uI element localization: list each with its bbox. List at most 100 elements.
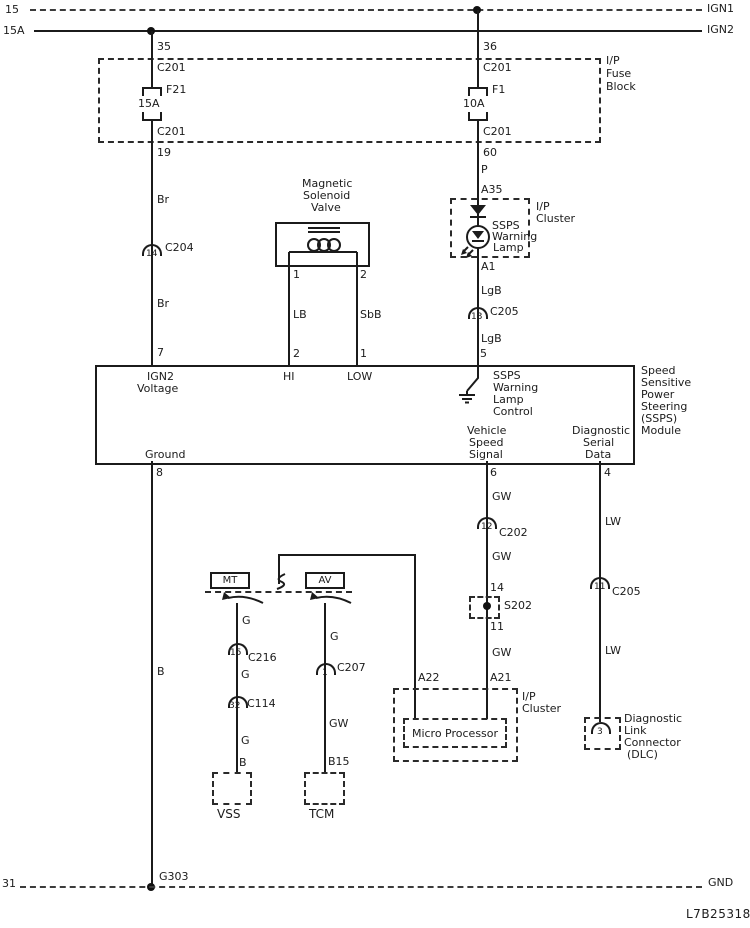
wire-color-label: G [242,614,251,627]
wire-color-label: GW [492,646,512,659]
connector-label: C202 [499,526,528,539]
module-name: Power [641,388,675,401]
connector-label: C205 [612,585,641,598]
fuse-name: F1 [492,83,506,96]
dlc-label: Connector [624,736,681,749]
solenoid-label: Magnetic [302,177,353,190]
ip-cluster-label: Cluster [536,212,576,225]
wire-color-label: LgB [481,332,502,345]
wire-color-label: GW [492,490,512,503]
wire-color-label: G [330,630,339,643]
pin-label: 4 [604,466,611,479]
connector-label: C201 [157,125,186,138]
rail-ign2-right-label: IGN2 [707,23,734,36]
wire [278,554,416,556]
vss-box [212,772,252,805]
fuse-rating: 10A [463,97,485,110]
module-port-label: Vehicle [467,424,507,437]
ip-cluster-label: I/P [536,200,550,213]
pin-label: 14 [490,581,504,594]
module-name: Steering [641,400,688,413]
pin-label: 35 [157,40,171,53]
break-icon [276,573,286,590]
pin-label: 1 [360,347,367,360]
wire-color-label: G [241,668,250,681]
connector-pin: 3 [597,727,603,737]
pin-label: 60 [483,146,497,159]
rail-ign1-left-label: 15 [5,3,19,16]
pin-label: A35 [481,183,503,196]
pin-label: A22 [418,671,440,684]
pin-label: B [239,756,247,769]
connector-label: C204 [165,241,194,254]
wire-color-label: LW [605,515,621,528]
pin-label: 5 [480,347,487,360]
module-port-label: Diagnostic [572,424,631,437]
module-name: Sensitive [641,376,692,389]
mt-label: MT [222,574,238,586]
connector-label: C114 [247,697,276,710]
ip-cluster-box [450,198,530,258]
splice-box [469,596,500,619]
wire [151,31,153,87]
connector-pin: 12 [481,522,493,532]
dlc-label: Diagnostic [624,712,683,725]
option-arrow-icon [310,592,352,604]
module-port-label: SSPS [493,369,521,382]
module-port-label: IGN2 [147,370,174,383]
wire-color-label: P [481,163,488,176]
ign1-rail [30,9,702,11]
wire [324,603,326,772]
wire-color-label: LW [605,644,621,657]
fuse-rating: 15A [138,97,160,110]
vss-label: VSS [217,807,241,821]
wire-color-label: LB [293,308,307,321]
ip-cluster-label: I/P [522,690,536,703]
connector-label: C207 [337,661,366,674]
rail-ign1-right-label: IGN1 [707,2,734,15]
fuse-icon [468,87,488,96]
wire [288,252,290,365]
micro-processor-box: Micro Processor [403,718,507,748]
module-port-label: Control [493,405,533,418]
wire-color-label: Br [157,193,170,206]
diagram-code: L7B25318 [686,907,750,921]
solenoid-box [275,222,370,267]
wire [486,461,488,719]
connector-icon [142,244,162,256]
module-port-label: Voltage [137,382,179,395]
diode-icon [470,205,486,218]
rail-gnd-right-label: GND [708,876,734,889]
dlc-label: Link [624,724,647,737]
module-port-label: Speed [469,436,504,449]
tcm-label: TCM [309,807,335,821]
fuse-name: F21 [166,83,187,96]
option-bus [205,591,352,593]
wire [599,461,601,722]
wire-color-label: GW [329,717,349,730]
pin-label: 7 [157,346,164,359]
rail-gnd-left-label: 31 [2,877,16,890]
fuse-block-label: Fuse [606,67,632,80]
pin-label: 1 [293,268,300,281]
connector-icon [591,722,611,734]
module-name: (SSPS) [641,412,678,425]
tcm-box [304,772,345,805]
lamp-name: Lamp [493,241,524,254]
ign2-rail [34,30,702,32]
pin-label: A1 [481,260,496,273]
warning-lamp-icon [461,225,490,258]
module-name: Speed [641,364,676,377]
connector-icon [468,307,488,319]
solenoid-label: Solenoid [303,189,351,202]
connector-label: C216 [248,651,277,664]
fuse-icon [142,87,162,96]
av-label: AV [318,574,332,586]
fuse-block-box [98,58,601,143]
mt-option-box: MT [210,572,250,589]
coil-icon [289,227,357,253]
dlc-box [584,717,621,750]
wire-color-label: G [241,734,250,747]
wire [278,554,280,584]
